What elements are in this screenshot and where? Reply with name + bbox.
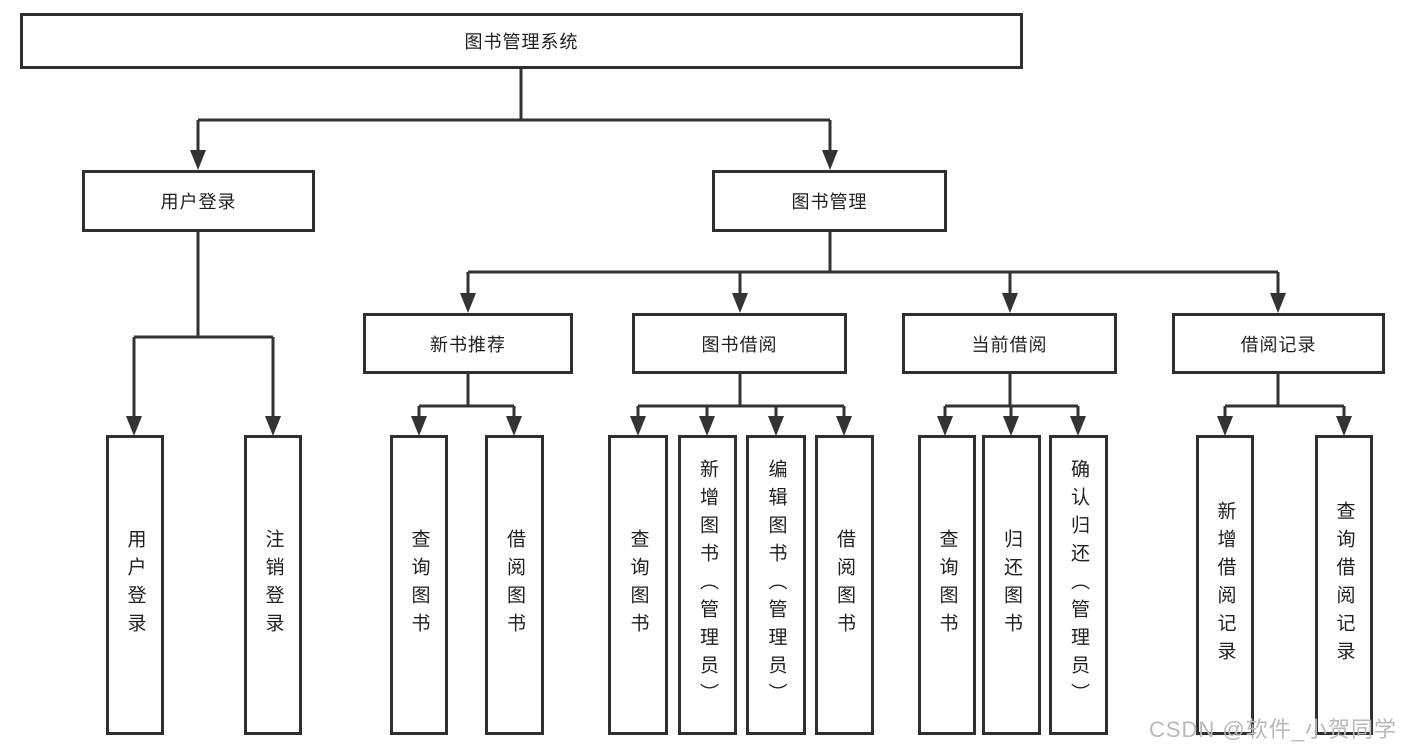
node-label: 新书推荐 — [430, 334, 506, 355]
node-label: 用户登录 — [160, 192, 237, 212]
leaf-add-book-admin: 新增图书（管理员） — [678, 435, 737, 735]
leaf-label: 新增图书（管理员） — [697, 459, 718, 711]
leaf-label: 新增借阅记录 — [1214, 501, 1236, 669]
leaf-label: 确认归还（管理员） — [1068, 459, 1089, 711]
leaf-borrow-books-borrowing: 借阅图书 — [815, 435, 874, 735]
leaf-query-borrow-record: 查询借阅记录 — [1315, 435, 1373, 735]
leaf-label: 借阅图书 — [834, 529, 855, 641]
node-new-book-recommend: 新书推荐 — [363, 313, 573, 374]
node-user-login: 用户登录 — [82, 170, 315, 232]
leaf-borrow-books-recommend: 借阅图书 — [485, 435, 544, 735]
node-current-borrowing: 当前借阅 — [902, 313, 1117, 374]
leaf-label: 用户登录 — [124, 529, 146, 641]
leaf-label: 查询图书 — [627, 529, 649, 641]
node-label: 借阅记录 — [1240, 334, 1317, 355]
leaf-query-books-current: 查询图书 — [918, 435, 976, 735]
leaf-edit-book-admin: 编辑图书（管理员） — [746, 435, 806, 735]
node-borrowing-records: 借阅记录 — [1172, 313, 1385, 374]
leaf-query-books-borrowing: 查询图书 — [608, 435, 668, 735]
node-label: 当前借阅 — [971, 334, 1048, 355]
leaf-label: 查询图书 — [936, 529, 958, 641]
leaf-label: 编辑图书（管理员） — [765, 459, 787, 711]
leaf-logout: 注销登录 — [244, 435, 302, 735]
leaf-confirm-return-admin: 确认归还（管理员） — [1049, 435, 1108, 735]
node-label: 图书借阅 — [701, 334, 778, 355]
node-book-management: 图书管理 — [712, 170, 947, 232]
node-book-borrowing: 图书借阅 — [632, 313, 847, 374]
leaf-label: 归还图书 — [1001, 529, 1022, 641]
leaf-return-book: 归还图书 — [982, 435, 1041, 735]
node-label: 图书管理 — [791, 192, 868, 212]
node-label: 图书管理系统 — [464, 32, 579, 52]
node-library-system-root: 图书管理系统 — [20, 13, 1023, 69]
leaf-label: 查询图书 — [408, 529, 430, 641]
leaf-add-borrow-record: 新增借阅记录 — [1196, 435, 1254, 735]
leaf-label: 查询借阅记录 — [1333, 501, 1355, 669]
leaf-query-books-recommend: 查询图书 — [390, 435, 448, 735]
leaf-label: 借阅图书 — [504, 529, 525, 641]
leaf-label: 注销登录 — [262, 529, 284, 641]
leaf-user-login: 用户登录 — [106, 435, 164, 735]
